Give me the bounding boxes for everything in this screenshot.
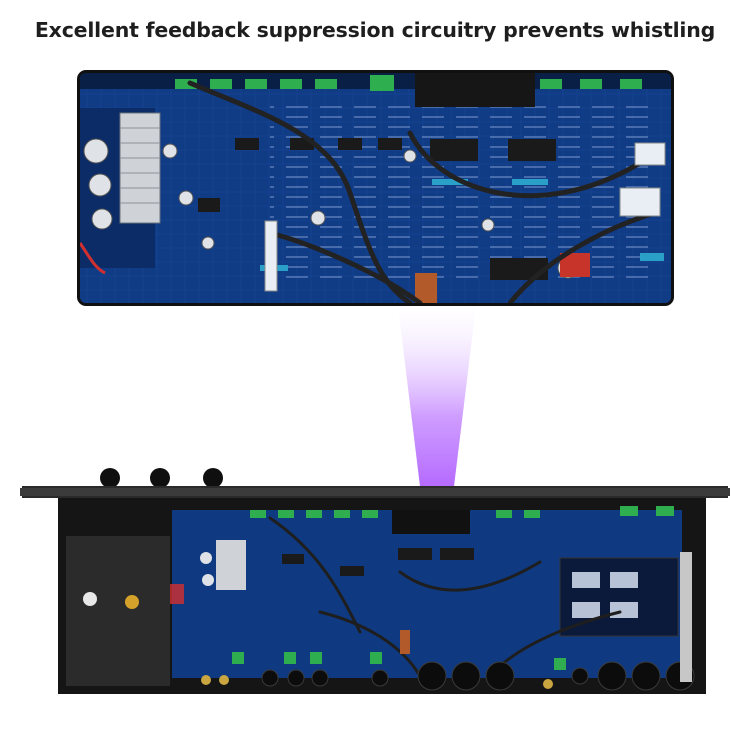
rack-unit-image xyxy=(20,462,732,702)
headline: Excellent feedback suppression circuitry… xyxy=(34,18,716,42)
pcb-closeup-image xyxy=(77,70,674,306)
